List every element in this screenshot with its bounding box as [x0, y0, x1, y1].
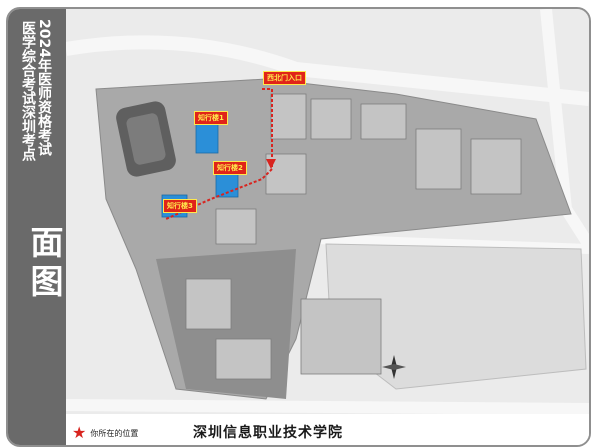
exam-building-tag-1: 知行楼1 — [194, 111, 228, 125]
entrance-tag: 西北门入口 — [263, 71, 306, 85]
legend-label: 你所在的位置 — [90, 428, 139, 438]
map-frame: 2024年医师资格考试 医学综合考试深圳考点 试室指引平面图 — [6, 7, 591, 447]
campus-map: 西北门入口 知行楼1 知行楼2 知行楼3 — [64, 9, 589, 445]
title-line-1: 2024年医师资格考试 — [36, 19, 52, 156]
campus-name: 深圳信息职业技术学院 — [193, 425, 343, 441]
exam-building-tag-3: 知行楼3 — [163, 199, 197, 213]
title-sidebar: 2024年医师资格考试 医学综合考试深圳考点 试室指引平面图 — [8, 9, 112, 445]
exam-building-tag-2: 知行楼2 — [213, 161, 247, 175]
campus-map-graphic — [64, 9, 589, 445]
map-legend: ★ 你所在的位置 — [72, 422, 138, 444]
star-icon: ★ — [72, 423, 87, 442]
title-line-2: 医学综合考试深圳考点 — [20, 21, 36, 161]
